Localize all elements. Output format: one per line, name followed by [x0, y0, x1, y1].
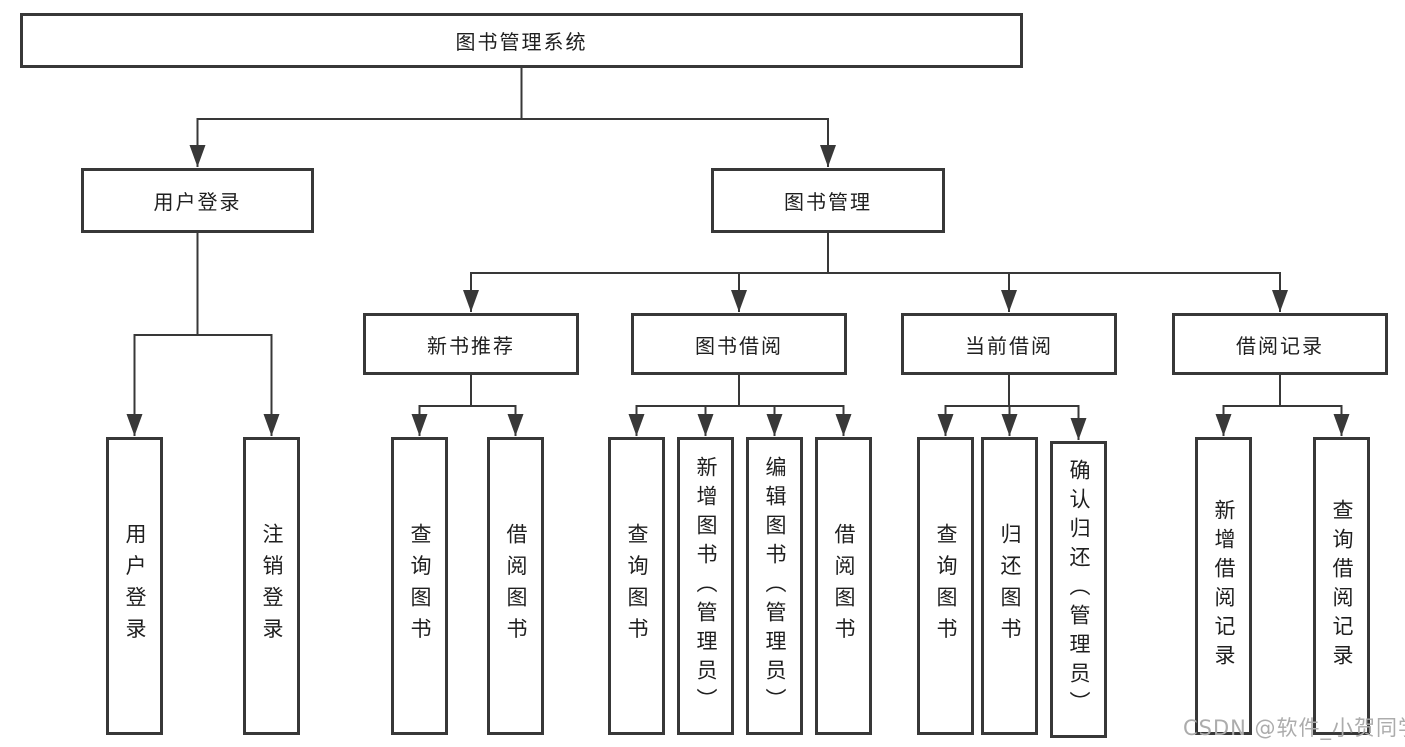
node-label: 确认归还（管理员） [1067, 459, 1091, 720]
node-leaf-add-books-admin: 新增图书（管理员） [677, 437, 734, 735]
node-label: 查询图书 [934, 523, 958, 649]
node-user-login: 用户登录 [81, 168, 314, 233]
node-leaf-query-books-borrow: 查询图书 [608, 437, 665, 735]
node-leaf-logout: 注销登录 [243, 437, 300, 735]
node-label: 归还图书 [998, 523, 1022, 649]
node-label: 查询借阅记录 [1330, 499, 1354, 673]
node-label: 借阅图书 [832, 523, 856, 649]
node-label: 用户登录 [123, 523, 147, 649]
node-new-book-recommend: 新书推荐 [363, 313, 579, 375]
node-label: 图书管理 [784, 190, 872, 214]
node-leaf-borrow-books-recommend: 借阅图书 [487, 437, 544, 735]
node-label: 注销登录 [260, 523, 284, 649]
node-label: 查询图书 [625, 523, 649, 649]
connector-bookmgmt-to-level3 [463, 233, 1288, 312]
node-label: 图书管理系统 [455, 30, 588, 54]
connector-bookborrow-to-leaves [628, 375, 852, 436]
node-leaf-add-borrow-record: 新增借阅记录 [1195, 437, 1252, 735]
node-leaf-borrow-books: 借阅图书 [815, 437, 872, 735]
node-label: 图书借阅 [695, 333, 783, 358]
node-book-management: 图书管理 [711, 168, 945, 233]
node-leaf-edit-books-admin: 编辑图书（管理员） [746, 437, 803, 735]
node-leaf-return-books: 归还图书 [981, 437, 1038, 735]
node-leaf-query-borrow-record: 查询借阅记录 [1313, 437, 1370, 735]
node-leaf-query-books-current: 查询图书 [917, 437, 974, 735]
node-label: 当前借阅 [965, 333, 1053, 358]
node-label: 用户登录 [153, 190, 242, 214]
node-leaf-user-login: 用户登录 [106, 437, 163, 735]
node-borrowing-records: 借阅记录 [1172, 313, 1388, 375]
node-label: 编辑图书（管理员） [763, 455, 787, 717]
connector-borrowrecords-to-leaves [1215, 375, 1350, 436]
node-label: 借阅记录 [1236, 333, 1324, 358]
connector-newbooks-to-leaves [411, 375, 524, 436]
connector-userlogin-to-leaves [126, 233, 280, 436]
node-leaf-confirm-return-admin: 确认归还（管理员） [1050, 441, 1107, 738]
connector-currentborrow-to-leaves [937, 375, 1087, 440]
node-label: 查询图书 [408, 523, 432, 649]
csdn-watermark: CSDN @软件_小贺同学 [1183, 716, 1405, 740]
node-root-library-system: 图书管理系统 [20, 13, 1023, 68]
node-book-borrowing: 图书借阅 [631, 313, 847, 375]
connector-root-to-level2 [189, 68, 836, 167]
node-label: 新增借阅记录 [1212, 499, 1236, 673]
node-label: 新增图书（管理员） [694, 455, 718, 717]
node-label: 借阅图书 [504, 523, 528, 649]
node-leaf-query-books-recommend: 查询图书 [391, 437, 448, 735]
node-label: 新书推荐 [427, 333, 515, 358]
node-current-borrowing: 当前借阅 [901, 313, 1117, 375]
